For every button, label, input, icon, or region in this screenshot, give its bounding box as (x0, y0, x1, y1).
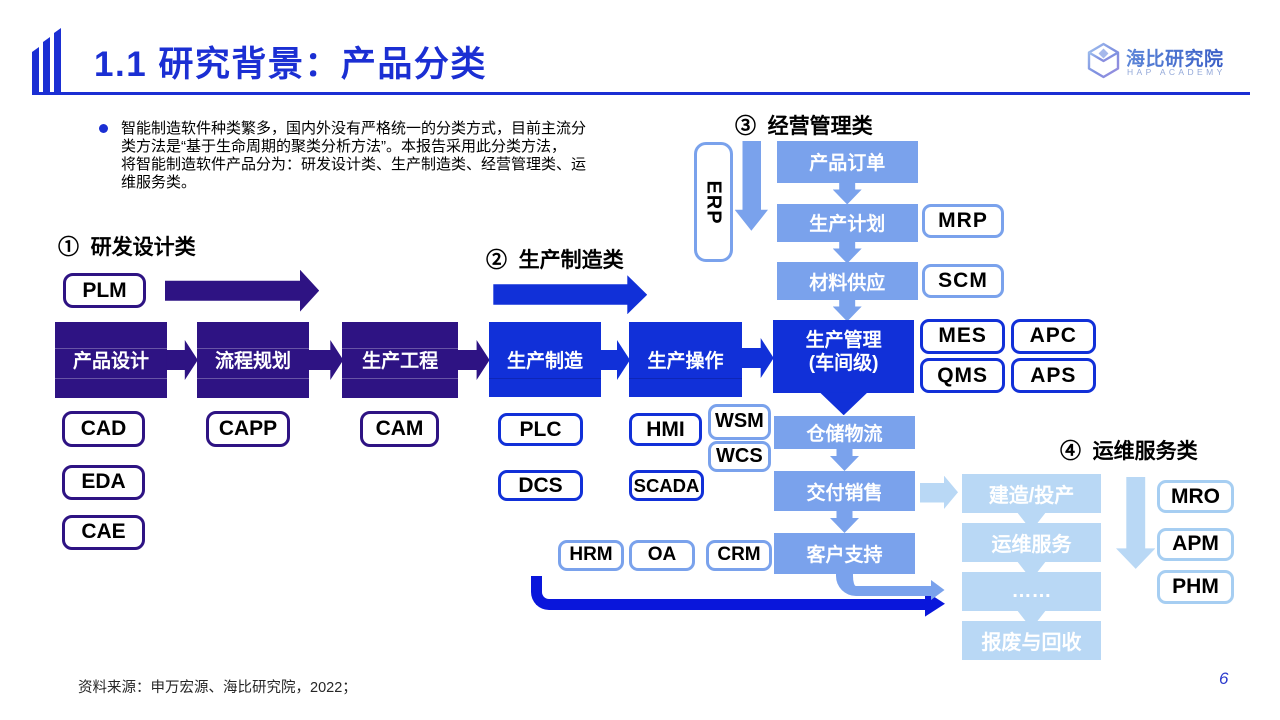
section-header-rd: ① 研发设计类 (58, 236, 196, 259)
box-capp: CAPP (206, 411, 290, 447)
box-mes: MES (920, 318, 1006, 355)
box-cae: CAE (62, 514, 145, 550)
hub-down-triangle (819, 392, 868, 416)
rd-joint-arrow-2 (308, 340, 343, 380)
source-note: 资料来源：申万宏源、海比研究院，2022； (78, 680, 357, 696)
box-apc: APC (1011, 318, 1096, 355)
section-header-mgmt: ③ 经营管理类 (735, 114, 873, 138)
box-plm: PLM (63, 273, 146, 308)
box-wsm: WSM (707, 404, 771, 440)
mgmt-down-arrow (734, 140, 768, 231)
box-qms: QMS (920, 357, 1006, 394)
box-mro: MRO (1157, 480, 1234, 513)
box-cad: CAD (62, 411, 145, 447)
page-title: 1.1 研究背景：产品分类 (94, 45, 487, 84)
logo-name-en: HAP ACADEMY (1127, 66, 1226, 77)
chain-box-production-plan: 生产计划 (776, 204, 918, 242)
bullet-dot-icon (99, 124, 108, 133)
box-hrm: HRM (558, 539, 624, 571)
ops-box-build-commission: 建造/投产 (962, 473, 1101, 513)
box-wcs: WCS (707, 440, 771, 472)
box-erp-label: ERP (703, 179, 725, 225)
box-erp: ERP (694, 142, 733, 262)
box-apm: APM (1157, 527, 1234, 561)
mgmt-conn-arrow-1 (832, 182, 862, 205)
page-number: 6 (1219, 669, 1229, 688)
flow-box-production-mfg: 生产制造 (488, 322, 602, 397)
box-aps: APS (1011, 357, 1096, 394)
ops-box-om-service: 运维服务 (962, 523, 1101, 562)
slide-corner-bars-icon (32, 28, 61, 95)
chain-box-product-order: 产品订单 (776, 141, 918, 183)
mfg-joint-arrow-1 (601, 340, 631, 380)
box-hmi: HMI (629, 413, 702, 446)
ops-down-arrow (1116, 476, 1156, 569)
chain-box-material-supply: 材料供应 (776, 262, 918, 300)
support-to-ops-arrow-head (931, 580, 945, 600)
ops-box-scrap-recycle: 报废与回收 (962, 621, 1101, 660)
section-header-ops: ④ 运维服务类 (1060, 439, 1198, 463)
mfg-to-hub-arrow (741, 338, 774, 378)
box-crm: CRM (706, 539, 772, 571)
mgmt-conn-arrow-4 (830, 449, 859, 471)
chain-box-warehouse-logistics: 仓储物流 (774, 415, 915, 449)
box-cam: CAM (360, 411, 439, 447)
flow-box-process-planning: 流程规划 (197, 321, 309, 398)
box-phm: PHM (1157, 570, 1234, 604)
chain-box-customer-support: 客户支持 (774, 533, 915, 574)
section-header-mfg: ② 生产制造类 (486, 249, 624, 272)
cube-logo-icon (1087, 42, 1120, 79)
intro-paragraph: 智能制造软件种类繁多，国内外没有严格统一的分类方式，目前主流分 类方法是“基于生… (121, 120, 587, 191)
mgmt-conn-arrow-2 (832, 241, 862, 264)
bottom-loop-arrow (530, 575, 926, 610)
title-underline (33, 92, 1250, 95)
mfg-flow-arrow (493, 275, 648, 315)
flow-box-product-design: 产品设计 (55, 321, 167, 398)
box-scm: SCM (922, 264, 1004, 298)
box-plc: PLC (498, 413, 583, 446)
mgmt-conn-arrow-3 (832, 299, 862, 322)
hub-box-production-management: 生产管理 (车间级) (772, 320, 915, 394)
flow-box-production-engineering: 生产工程 (342, 321, 458, 398)
sales-to-ops-arrow (920, 475, 958, 509)
flow-box-production-ops: 生产操作 (629, 322, 742, 397)
box-eda: EDA (62, 464, 145, 500)
support-to-ops-arrow (836, 572, 932, 596)
rd-joint-arrow-1 (166, 340, 198, 380)
ops-box-ellipsis: …… (962, 572, 1101, 611)
chain-box-delivery-sales: 交付销售 (774, 471, 915, 511)
rd-to-mfg-arrow (457, 340, 490, 380)
mgmt-conn-arrow-5 (830, 511, 859, 533)
box-oa: OA (629, 539, 695, 571)
box-dcs: DCS (498, 470, 583, 501)
logo-name-cn: 海比研究院 (1126, 44, 1224, 71)
box-mrp: MRP (922, 204, 1004, 238)
rd-flow-arrow (165, 269, 320, 312)
box-scada: SCADA (629, 470, 704, 501)
